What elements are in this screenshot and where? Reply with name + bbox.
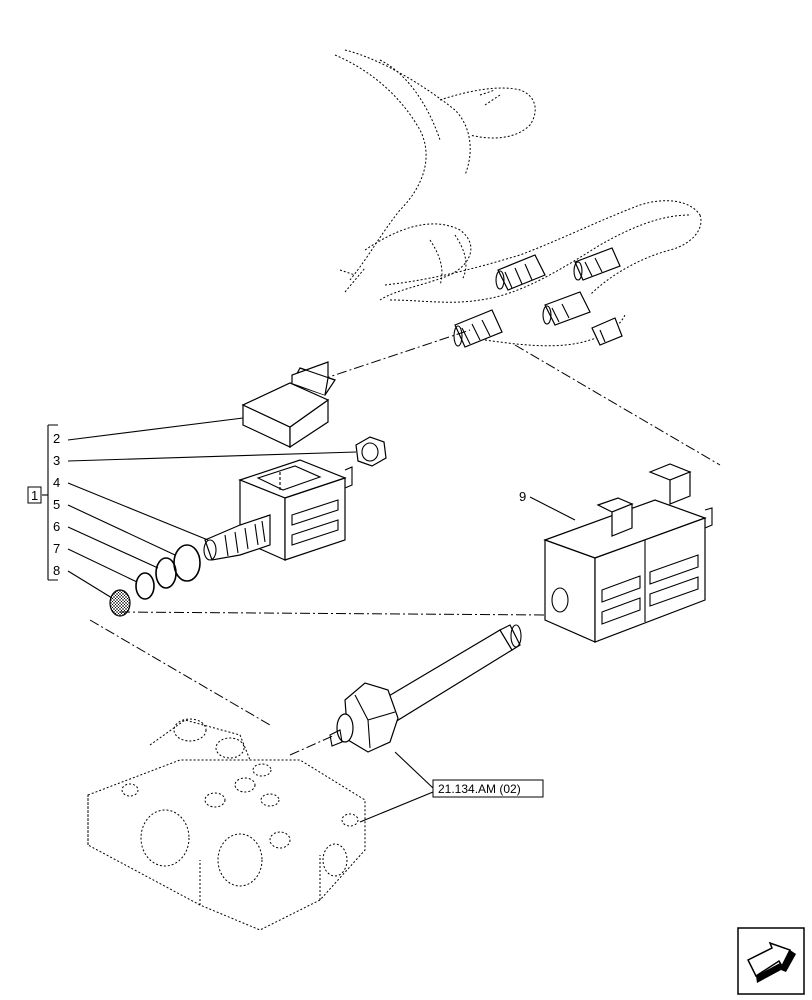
- reference-link[interactable]: 21.134.AM (02): [432, 779, 544, 798]
- callout-1: 1: [31, 488, 38, 503]
- wiring-harness: [334, 49, 702, 347]
- harness-connector-5: [591, 317, 623, 346]
- reference-box[interactable]: [432, 779, 544, 798]
- harness-connector-4: [542, 291, 591, 326]
- part-9-valve-block: [543, 463, 713, 643]
- callout-leaders: [42, 417, 576, 823]
- callout-3: 3: [53, 453, 60, 468]
- callout-labels: 1 2 3 4 5 6 7 8 9: [27, 431, 526, 578]
- part-5-o-ring: [173, 544, 201, 582]
- part-2-coil-cap: [241, 361, 336, 449]
- part-7-o-ring: [135, 572, 155, 600]
- callout-6: 6: [53, 519, 60, 534]
- callout-8: 8: [53, 563, 60, 578]
- callout-2: 2: [53, 431, 60, 446]
- harness-connector-2: [573, 247, 621, 281]
- part-3-nut: [355, 436, 387, 467]
- callout-1-box: [27, 486, 42, 504]
- callout-9: 9: [519, 489, 526, 504]
- solenoid-valve-body: [238, 459, 353, 561]
- callout-7: 7: [53, 541, 60, 556]
- reference-label[interactable]: 21.134.AM (02): [438, 782, 521, 796]
- extension-cartridge: [329, 624, 522, 753]
- callout-5: 5: [53, 497, 60, 512]
- valve-housing: [87, 718, 366, 931]
- harness-connector-3: [453, 309, 503, 348]
- part-6-backup-ring: [155, 557, 177, 589]
- harness-connector-1: [495, 254, 546, 291]
- callout-4: 4: [53, 475, 60, 490]
- next-page-arrow-icon[interactable]: [737, 927, 805, 995]
- assembly-leaders: [89, 329, 721, 756]
- part-4-cartridge: [203, 514, 271, 561]
- part-8-filter-screen: [109, 589, 131, 617]
